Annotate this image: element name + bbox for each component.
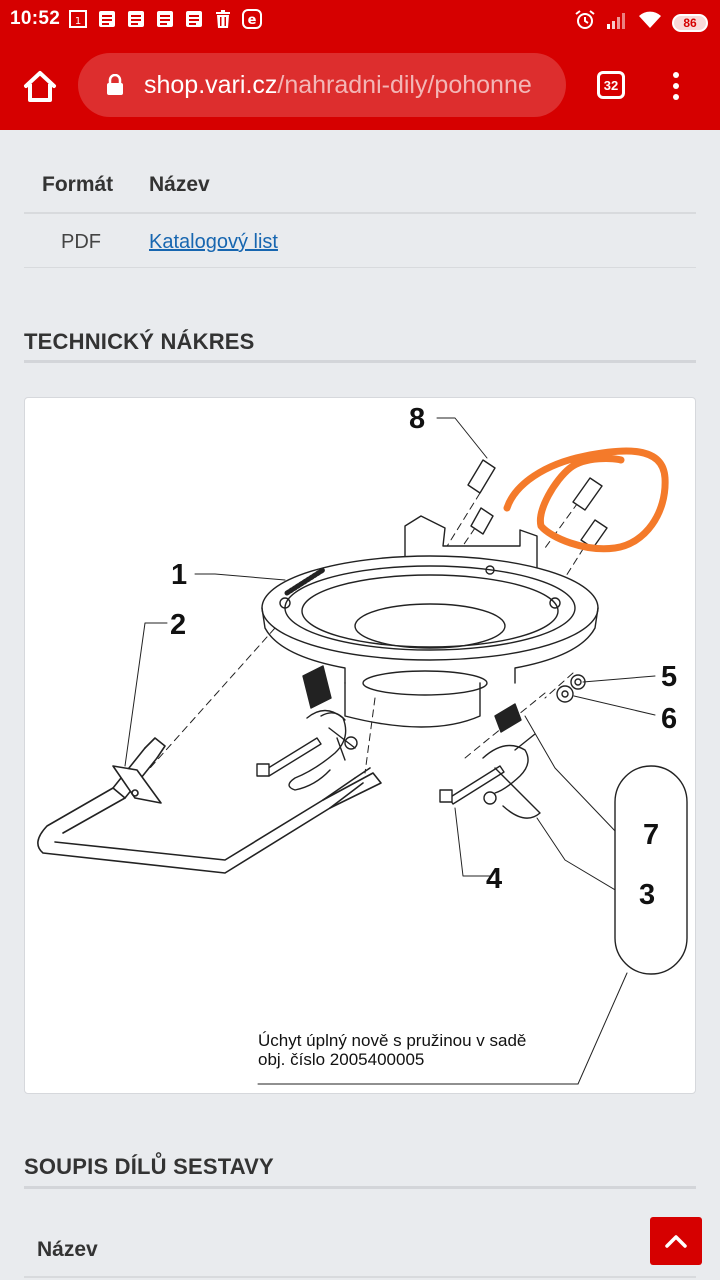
system-icons: 86 <box>574 9 708 36</box>
status-time: 10:52 <box>10 8 61 29</box>
pins-and-bolts <box>256 665 541 819</box>
technical-drawing[interactable]: 8 1 2 5 6 7 3 4 Úchyt úplný nově s pruži… <box>24 397 696 1094</box>
status-bar: 10:52 1 e <box>0 0 720 40</box>
document-icon <box>155 9 175 29</box>
callout-3: 3 <box>639 879 655 911</box>
trash-icon <box>213 9 233 29</box>
chevron-up-icon <box>665 1235 687 1248</box>
document-icon <box>126 9 146 29</box>
calendar-day: 1 <box>75 16 81 27</box>
callout-5: 5 <box>661 661 677 693</box>
callout-4: 4 <box>486 863 502 895</box>
drawing-note-line-2: obj. číslo 2005400005 <box>258 1050 424 1069</box>
calendar-icon: 1 <box>68 9 88 29</box>
section-divider <box>24 1186 696 1189</box>
hub-ring <box>261 555 599 728</box>
address-bar[interactable]: shop.vari.cz/nahradni-dily/pohonne <box>78 53 566 117</box>
leader-lines <box>124 417 656 1085</box>
callout-8: 8 <box>409 403 425 435</box>
column-header-name: Název <box>149 173 210 196</box>
browser-top-bar: 10:52 1 e <box>0 0 720 130</box>
signal-icon <box>606 10 628 35</box>
home-button[interactable] <box>20 66 60 106</box>
file-format: PDF <box>61 231 101 253</box>
alarm-icon <box>574 9 596 36</box>
orange-annotation-circle <box>503 447 669 553</box>
callout-1: 1 <box>171 559 187 591</box>
section-divider <box>24 360 696 363</box>
stud-set <box>467 459 608 549</box>
callout-2: 2 <box>170 609 186 641</box>
parts-table-header: Název <box>24 1218 696 1278</box>
column-header-name: Název <box>37 1238 98 1261</box>
document-icon <box>184 9 204 29</box>
files-table-header: Formát Název <box>24 150 696 214</box>
document-icon <box>97 9 117 29</box>
e-icon: e <box>242 9 262 29</box>
callout-capsule <box>614 765 688 975</box>
files-table: Formát Název PDF Katalogový list <box>24 150 696 268</box>
column-header-format: Formát <box>42 173 114 196</box>
url-text: shop.vari.cz/nahradni-dily/pohonne <box>144 71 532 100</box>
drawing-note-line-1: Úchyt úplný nově s pružinou v sadě <box>258 1031 526 1050</box>
table-row: PDF Katalogový list <box>24 214 696 268</box>
url-domain: shop.vari.cz <box>144 71 278 99</box>
url-path: /nahradni-dily/pohonne <box>277 71 532 99</box>
battery-icon: 86 <box>672 13 708 32</box>
browser-toolbar: shop.vari.cz/nahradni-dily/pohonne 32 <box>0 40 720 130</box>
washer <box>556 685 574 703</box>
parts-list-title: SOUPIS DÍLŮ SESTAVY <box>24 1154 274 1179</box>
callout-6: 6 <box>661 703 677 735</box>
svg-text:e: e <box>248 13 257 28</box>
frame-tubes <box>37 737 382 874</box>
callout-7: 7 <box>643 819 659 851</box>
exploded-view-drawing: 8 1 2 5 6 7 3 4 Úchyt úplný nově s pruži… <box>37 403 688 1085</box>
notification-icons: 1 e <box>68 9 262 29</box>
home-icon <box>24 71 56 102</box>
tab-switcher-button[interactable]: 32 <box>597 71 625 99</box>
catalog-sheet-link[interactable]: Katalogový list <box>149 231 278 253</box>
lock-icon <box>107 74 123 95</box>
wifi-icon <box>638 10 662 35</box>
overflow-menu-button[interactable] <box>666 70 686 102</box>
scroll-to-top-button[interactable] <box>650 1217 702 1265</box>
technical-drawing-title: TECHNICKÝ NÁKRES <box>24 329 255 354</box>
